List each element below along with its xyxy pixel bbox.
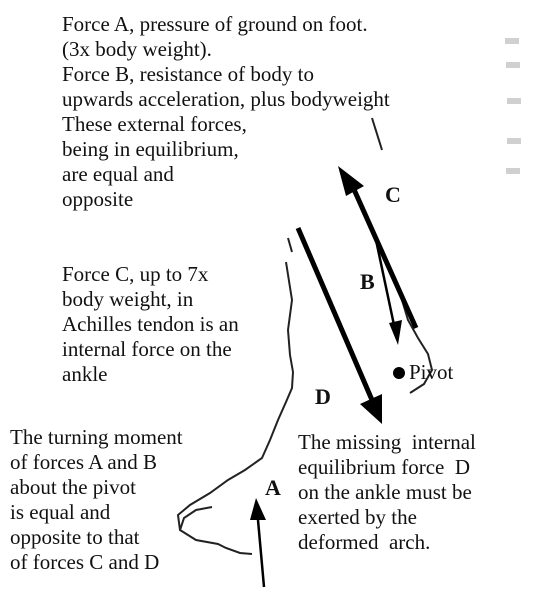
text-line: about the pivot (10, 475, 136, 499)
text-line: of forces C and D (10, 550, 160, 574)
force-a-arrow (250, 498, 266, 588)
pivot-point (393, 367, 405, 379)
force-c-arrow (338, 166, 419, 330)
text-line: are equal and (62, 162, 174, 186)
text-line: Force A, pressure of ground on foot. (62, 12, 368, 36)
label-d: D (315, 384, 331, 409)
text-line: deformed arch. (298, 530, 431, 554)
text-line: opposite to that (10, 525, 140, 549)
text-line: equilibrium force D (298, 455, 471, 479)
label-b: B (360, 269, 375, 294)
text-line: is equal and (10, 500, 111, 524)
text-line: upwards acceleration, plus bodyweight (62, 87, 390, 111)
text-line: opposite (62, 187, 134, 211)
text-line: The turning moment (10, 425, 183, 449)
label-c: C (385, 182, 401, 207)
scan-smudges (505, 38, 521, 174)
pivot-label: Pivot (409, 360, 454, 384)
text-line: being in equilibrium, (62, 137, 239, 161)
text-line: body weight, in (62, 287, 194, 311)
label-a: A (265, 475, 281, 500)
text-line: These external forces, (62, 112, 247, 136)
toe-curl (179, 506, 213, 531)
text-line: (3x body weight). (62, 37, 212, 61)
text-line: internal force on the (62, 337, 232, 361)
text-line: The missing internal (298, 430, 476, 454)
text-line: on the ankle must be (298, 480, 472, 504)
leg-outline-back (371, 117, 383, 151)
force-b-arrow (374, 239, 402, 345)
heel-outline (401, 299, 434, 394)
text-line: ankle (62, 362, 108, 386)
foot-outline (176, 371, 294, 555)
force-d-arrow (295, 227, 382, 424)
leg-outline-front (285, 237, 294, 373)
text-line: Achilles tendon is an (62, 312, 239, 336)
text-line: exerted by the (298, 505, 417, 529)
text-line: Force C, up to 7x (62, 262, 209, 286)
text-line: of forces A and B (10, 450, 157, 474)
text-line: Force B, resistance of body to (62, 62, 314, 86)
